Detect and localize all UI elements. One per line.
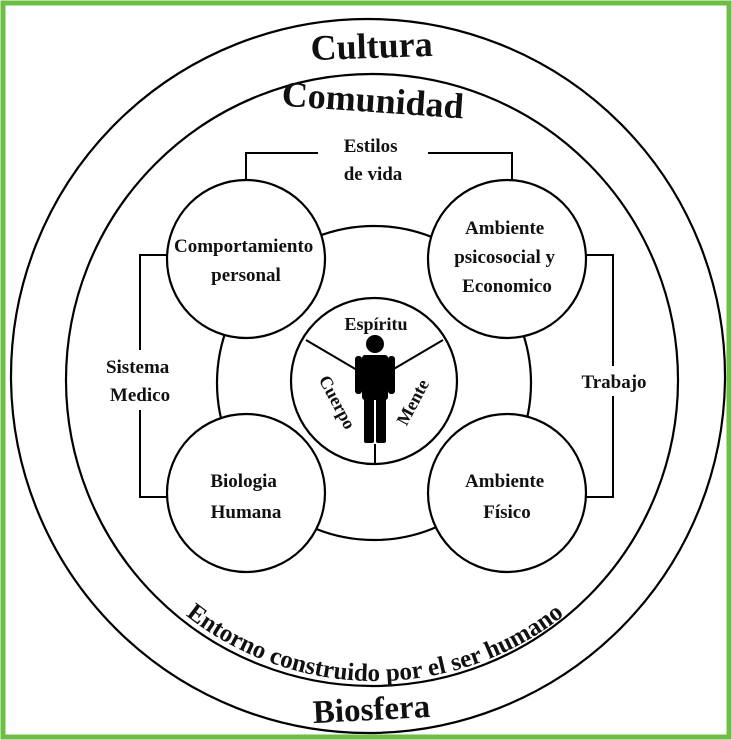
left-connector-label-bg <box>88 350 192 410</box>
node-top-left <box>165 178 327 340</box>
top-connector-label-line1: Estilos <box>344 136 398 157</box>
left-connector-label-line2: Medico <box>110 385 170 406</box>
node-top-left-label-line1: Comportamiento <box>174 236 313 257</box>
node-top-right-label-line3: Economico <box>462 276 552 297</box>
outer-ring-bottom-label: Biosfera <box>312 689 431 731</box>
left-connector-label-line1: Sistema <box>106 357 170 378</box>
top-connector-label-line2: de vida <box>344 164 403 185</box>
center-divider-left <box>305 339 358 371</box>
center-left-label: Cuerpo <box>315 372 360 433</box>
right-connector-label-bg <box>568 366 662 396</box>
node-bottom-right-label-line2: Físico <box>483 502 531 523</box>
right-connector-label: Trabajo <box>581 372 646 393</box>
outer-ring <box>9 17 727 735</box>
node-top-right-label-line2: psicosocial y <box>454 247 555 268</box>
node-bottom-right-label-line1: Ambiente <box>465 471 544 492</box>
node-bottom-left-label-line2: Humana <box>211 502 282 523</box>
outer-ring-top-label: Cultura <box>310 24 433 68</box>
center-divider-right <box>391 339 444 371</box>
node-bottom-left-label-line1: Biologia <box>210 471 277 492</box>
center-top-label: Espíritu <box>344 314 407 334</box>
person-icon <box>355 335 395 443</box>
inner-ring <box>215 224 533 542</box>
node-top-right-label: Ambiente psicosocial y Economico <box>454 218 560 297</box>
node-bottom-right <box>426 412 588 574</box>
node-top-right-label-line1: Ambiente <box>465 218 544 239</box>
node-bottom-left-label: Biologia Humana <box>210 471 281 523</box>
node-bottom-right-label: Ambiente Físico <box>465 471 549 523</box>
middle-ring-bottom-label: Entorno construido por el ser humano <box>182 598 568 687</box>
node-top-right <box>426 178 588 340</box>
center-right-label: Mente <box>392 376 433 429</box>
top-connector-label: Estilos de vida <box>344 136 403 185</box>
node-top-left-label: Comportamiento personal <box>174 236 318 286</box>
node-top-left-label-line2: personal <box>211 265 281 286</box>
middle-ring-bottom-path-label: Entorno construido por el ser humano <box>182 598 568 687</box>
left-connector-label: Sistema Medico <box>106 357 174 406</box>
node-bottom-left <box>165 412 327 574</box>
middle-ring <box>64 72 680 688</box>
top-connector-label-bg <box>318 128 428 186</box>
